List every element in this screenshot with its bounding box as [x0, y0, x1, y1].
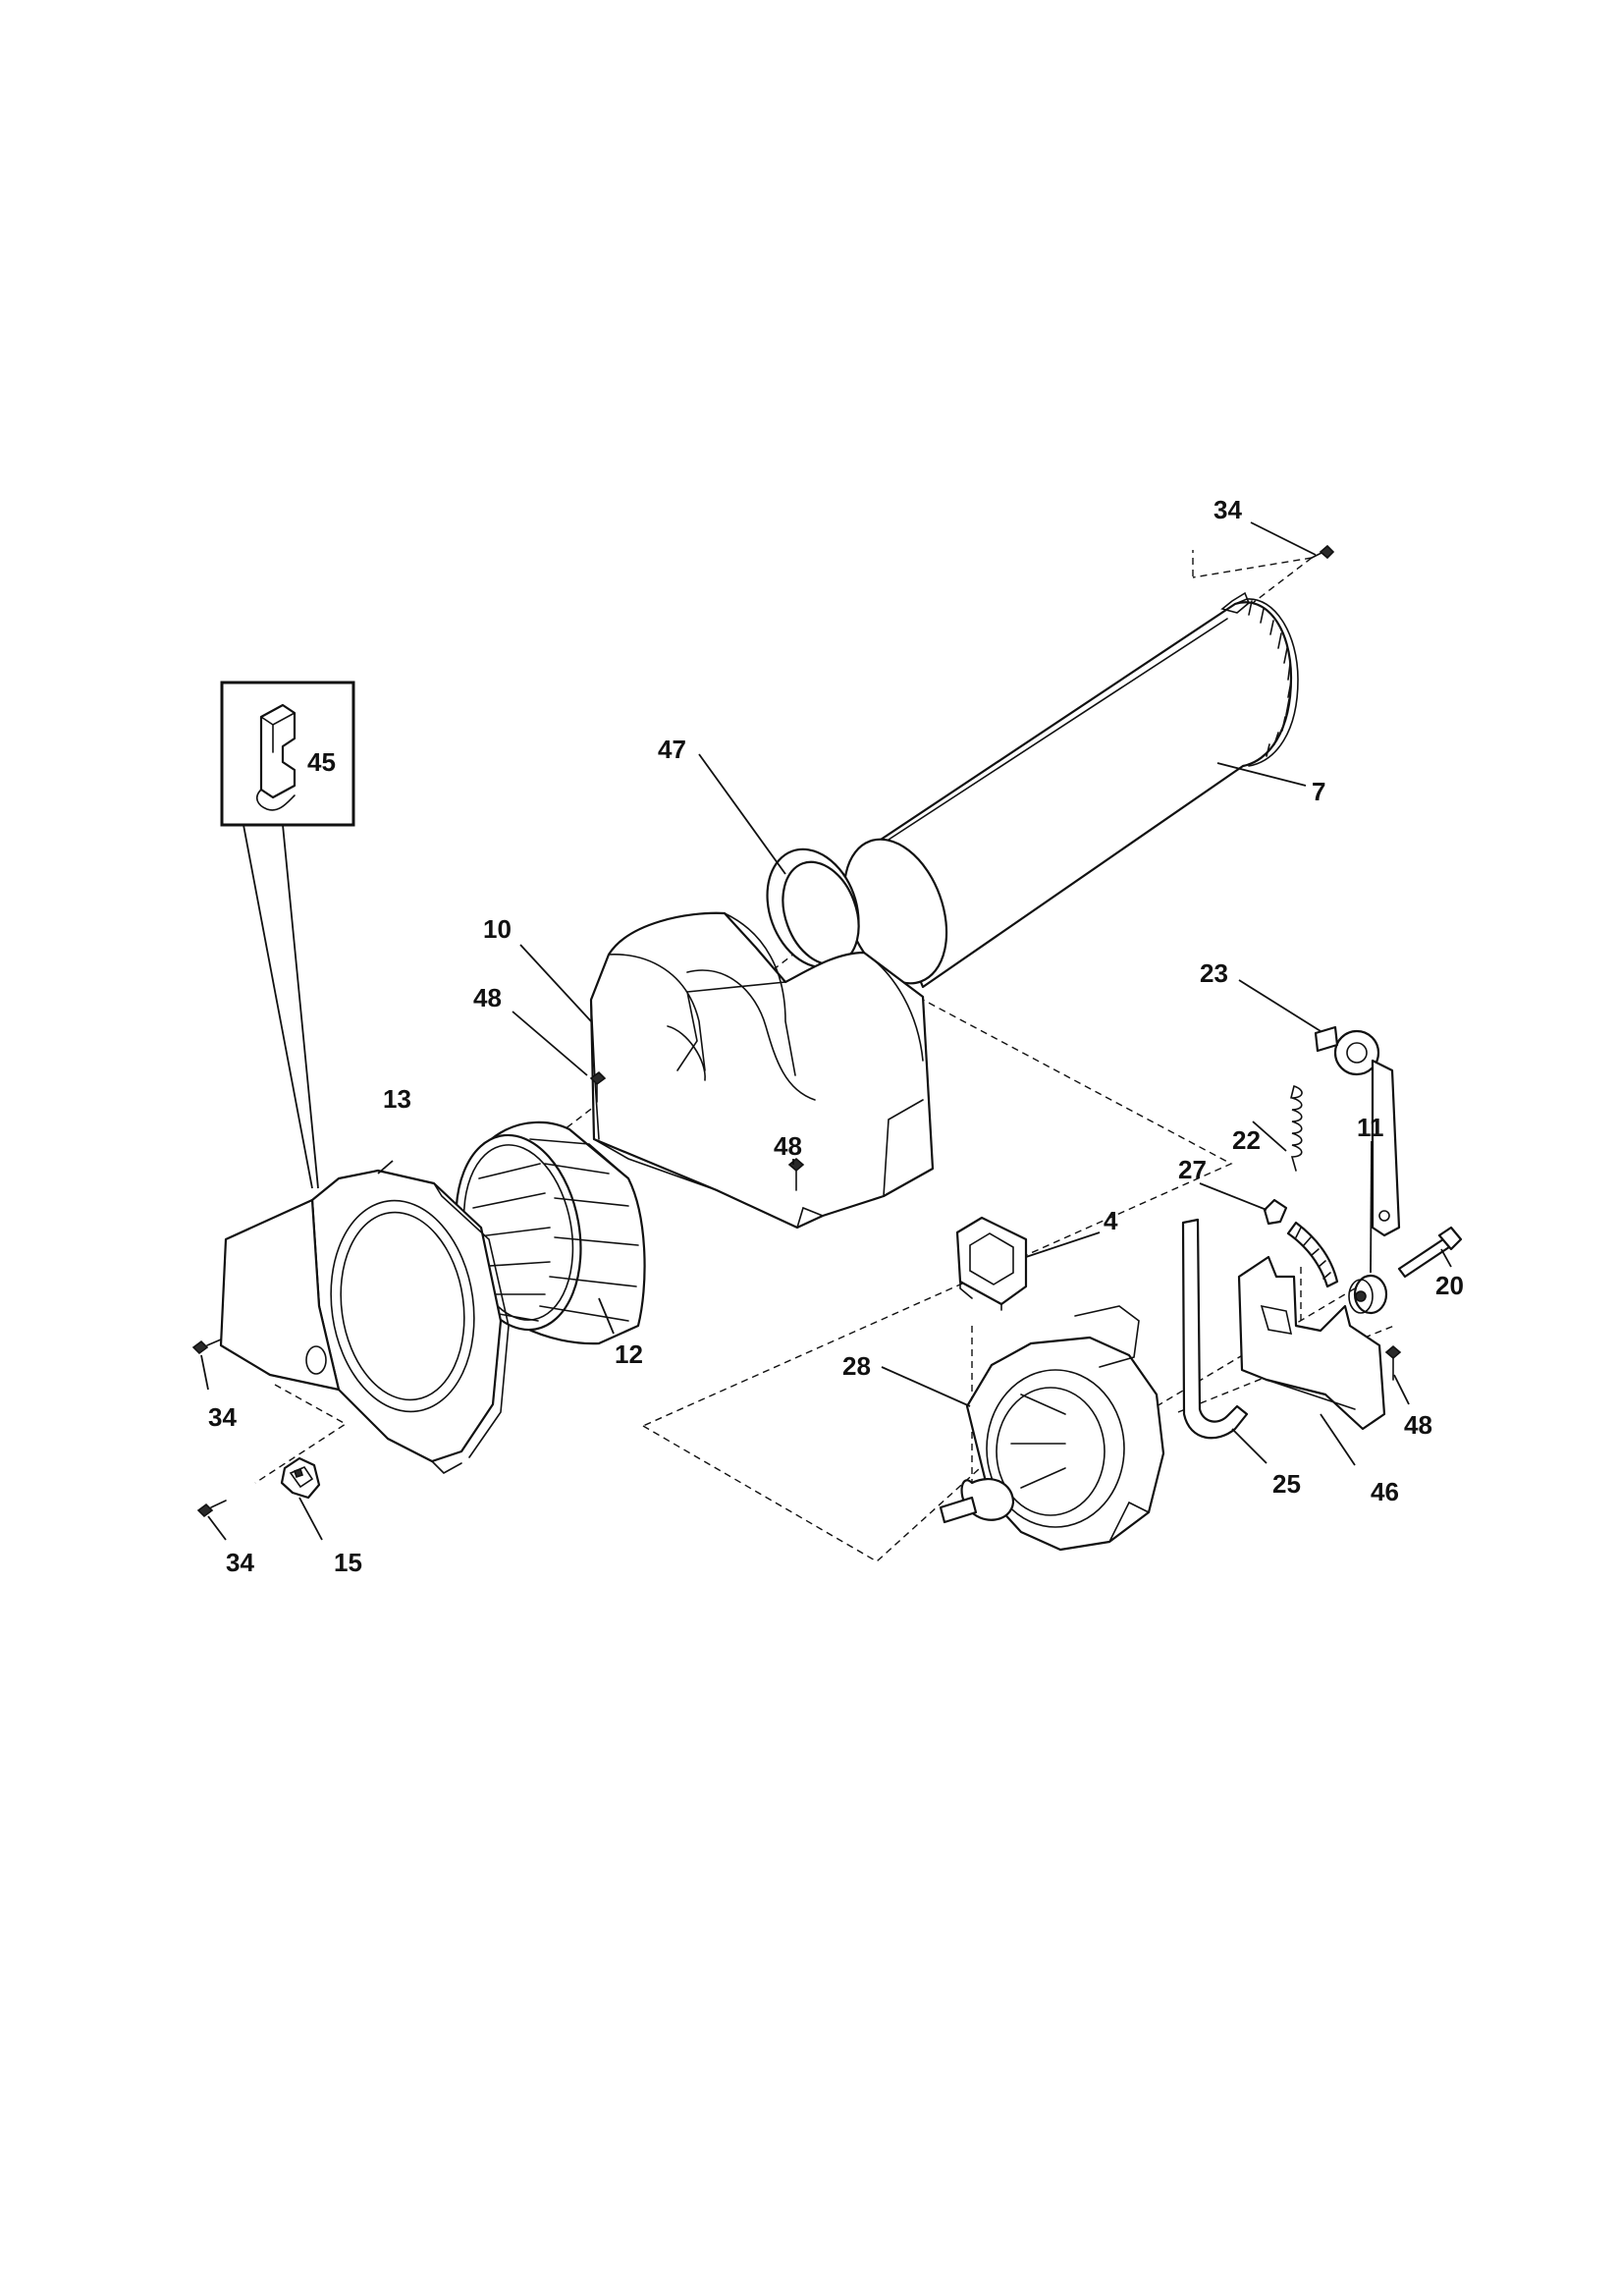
- callout-28: 28: [842, 1351, 871, 1381]
- callout-7: 7: [1312, 777, 1325, 806]
- part-45-clip: [255, 703, 297, 811]
- callout-48-right: 48: [1404, 1410, 1432, 1440]
- callout-34-bottom: 34: [226, 1548, 254, 1577]
- callout-20: 20: [1435, 1271, 1464, 1300]
- callout-47: 47: [658, 735, 686, 764]
- part-4-motor-mount: [955, 1216, 1028, 1311]
- part-23-idler-assembly: [1314, 1025, 1401, 1237]
- part-25-hose: [1181, 1218, 1249, 1440]
- callout-22: 22: [1232, 1125, 1261, 1155]
- callout-45: 45: [307, 747, 336, 777]
- part-13-front-cover: [310, 1169, 510, 1474]
- callout-15: 15: [334, 1548, 362, 1577]
- callout-27: 27: [1178, 1155, 1207, 1184]
- screw-48-housing: [589, 1070, 607, 1103]
- screw-34-bottom: [196, 1500, 227, 1518]
- callout-10: 10: [483, 914, 512, 944]
- part-22-spring: [1290, 1085, 1303, 1172]
- callout-12: 12: [615, 1339, 643, 1369]
- callout-labels: 34 7 47 45 10 48 23 22 13 48 27 11 4 20 …: [208, 495, 1464, 1577]
- part-11-pulley-wheel: [1348, 1274, 1388, 1315]
- leader-lines: [200, 521, 1452, 1541]
- callout-11: 11: [1357, 1113, 1384, 1142]
- callout-34-left: 34: [208, 1402, 237, 1432]
- part-47-ring: [766, 847, 860, 969]
- callout-4: 4: [1104, 1206, 1118, 1235]
- callout-48-mid: 48: [774, 1131, 802, 1161]
- drive-belt-segment: [1286, 1221, 1339, 1288]
- screw-48-right: [1384, 1344, 1402, 1381]
- screw-34-left: [191, 1339, 222, 1355]
- inset-box-part-45: [220, 681, 355, 1189]
- part-15-thermostat: [280, 1456, 321, 1500]
- callout-13: 13: [383, 1084, 411, 1114]
- callout-25: 25: [1272, 1469, 1301, 1499]
- part-27-clip: [1263, 1198, 1288, 1226]
- callout-48-housing: 48: [473, 983, 502, 1012]
- part-10-blower-housing: [589, 911, 935, 1230]
- part-7-exhaust-duct: [842, 591, 1299, 989]
- part-20-bolt: [1397, 1226, 1463, 1279]
- callout-46: 46: [1371, 1477, 1399, 1506]
- callout-23: 23: [1200, 958, 1228, 988]
- part-28-drive-motor: [939, 1305, 1165, 1552]
- shield-plate: [219, 1198, 341, 1392]
- screw-34-top: [1311, 544, 1335, 560]
- callout-34-top: 34: [1214, 495, 1242, 524]
- part-46-bracket: [1237, 1255, 1386, 1431]
